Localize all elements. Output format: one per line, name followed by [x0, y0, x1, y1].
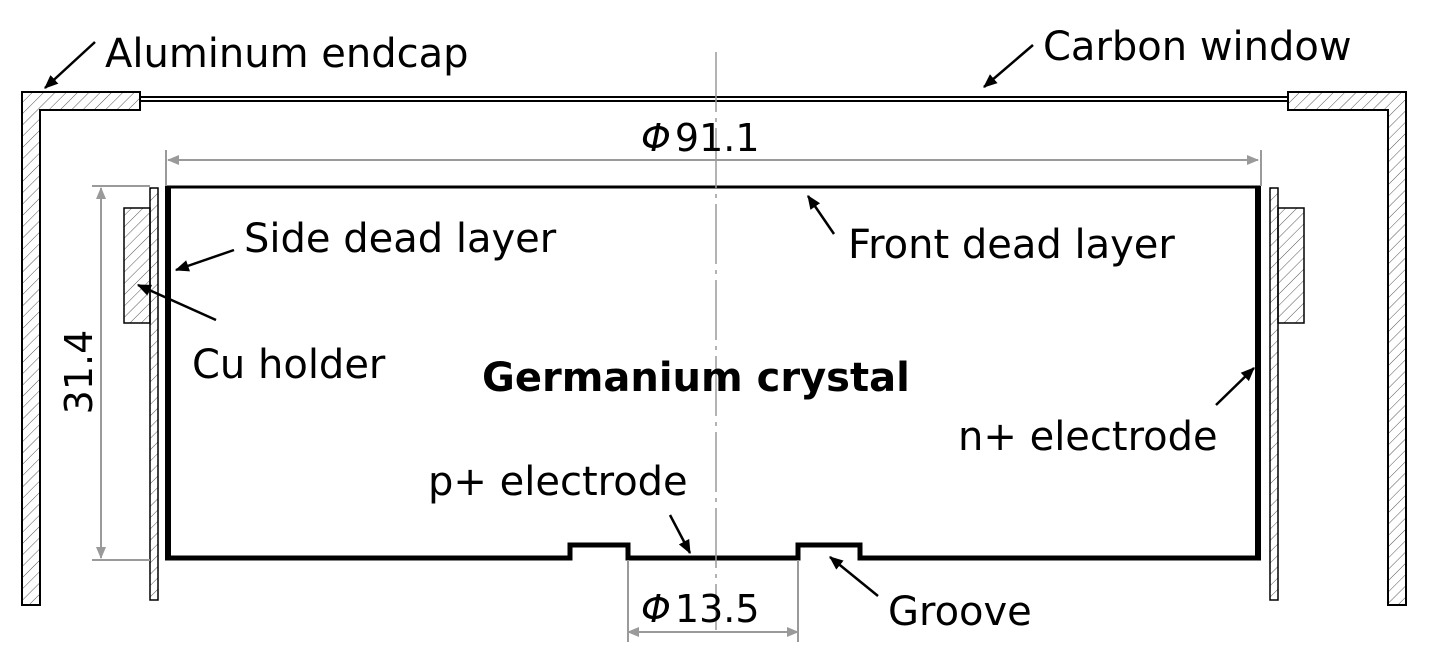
- groove-label: Groove: [888, 589, 1032, 635]
- cu-holder-pointer: [136, 283, 217, 322]
- cu-holder-right-block: [1277, 207, 1305, 324]
- front-dead-layer-label: Front dead layer: [848, 222, 1175, 268]
- carbon-window: [139, 92, 1289, 98]
- n-electrode-label: n+ electrode: [958, 414, 1218, 460]
- cu-holder-left-block: [123, 207, 151, 324]
- side-dead-layer-label: Side dead layer: [244, 216, 557, 262]
- crystal-bottom-with-grooves: [165, 542, 1261, 561]
- cu-holder-left-sleeve: [149, 187, 159, 601]
- carbon-window-pointer: [983, 44, 1034, 88]
- crystal-height-value: 31.4: [57, 330, 101, 415]
- cu-holder-label: Cu holder: [192, 342, 386, 388]
- cu-holder-right-sleeve: [1269, 187, 1279, 601]
- n-electrode-pointer: [1215, 367, 1255, 406]
- front-dead-layer-pointer: [806, 195, 836, 235]
- groove-pointer: [829, 556, 879, 597]
- crystal-diameter-value: 91.1: [675, 116, 760, 160]
- diameter-symbol: Φ: [641, 116, 671, 160]
- aluminum-endcap-pointer: [44, 41, 96, 89]
- p-electrode-pointer: [668, 514, 692, 555]
- p-electrode-label: p+ electrode: [428, 459, 688, 505]
- aluminum-endcap-label: Aluminum endcap: [105, 31, 469, 77]
- side-dead-layer-pointer: [174, 248, 235, 272]
- carbon-window-label: Carbon window: [1043, 24, 1352, 70]
- p-electrode-diameter-value: 13.5: [675, 587, 760, 631]
- germanium-crystal-label: Germanium crystal: [482, 355, 910, 401]
- endcap-right-wall: [1287, 91, 1407, 606]
- diameter-symbol-2: Φ: [641, 587, 671, 631]
